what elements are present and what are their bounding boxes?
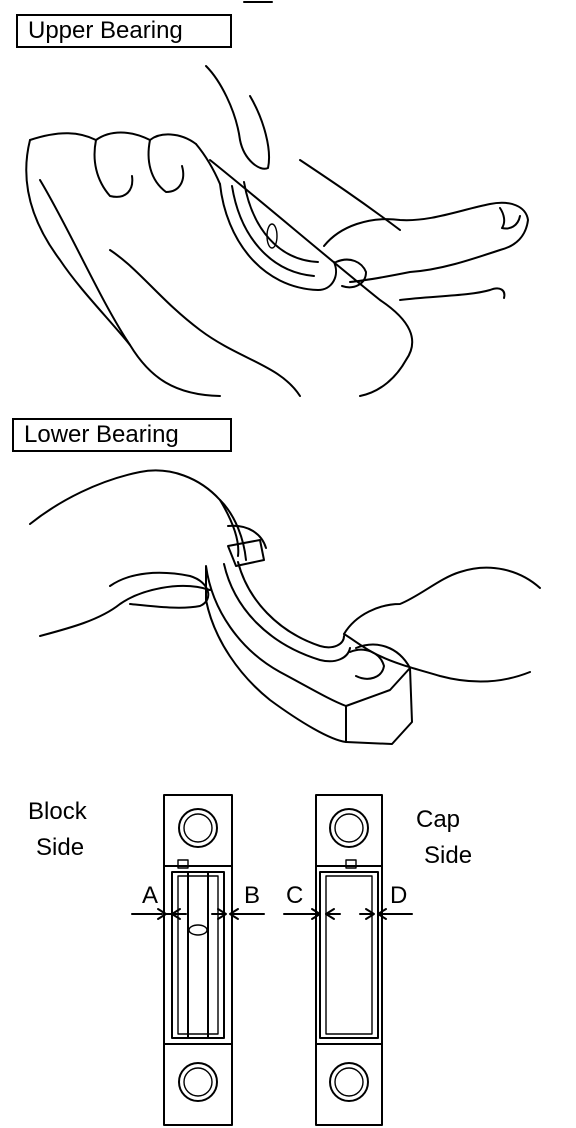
lower-bearing-label: Lower Bearing <box>12 418 232 452</box>
label-c: C <box>286 882 304 909</box>
block-side-label-line2: Side <box>36 834 85 861</box>
label-a: A <box>142 882 159 909</box>
block-side-view <box>131 794 265 1126</box>
label-b: B <box>244 882 261 909</box>
cap-side-label-line2: Side <box>424 842 473 869</box>
lower-bearing-drawing <box>29 469 541 745</box>
cap-side-label-line1: Cap <box>416 806 461 833</box>
cap-side-view <box>283 794 413 1126</box>
upper-bearing-drawing <box>25 65 529 397</box>
block-side-label-line1: Block <box>28 798 87 825</box>
upper-bearing-label: Upper Bearing <box>16 14 232 48</box>
label-d: D <box>390 882 408 909</box>
